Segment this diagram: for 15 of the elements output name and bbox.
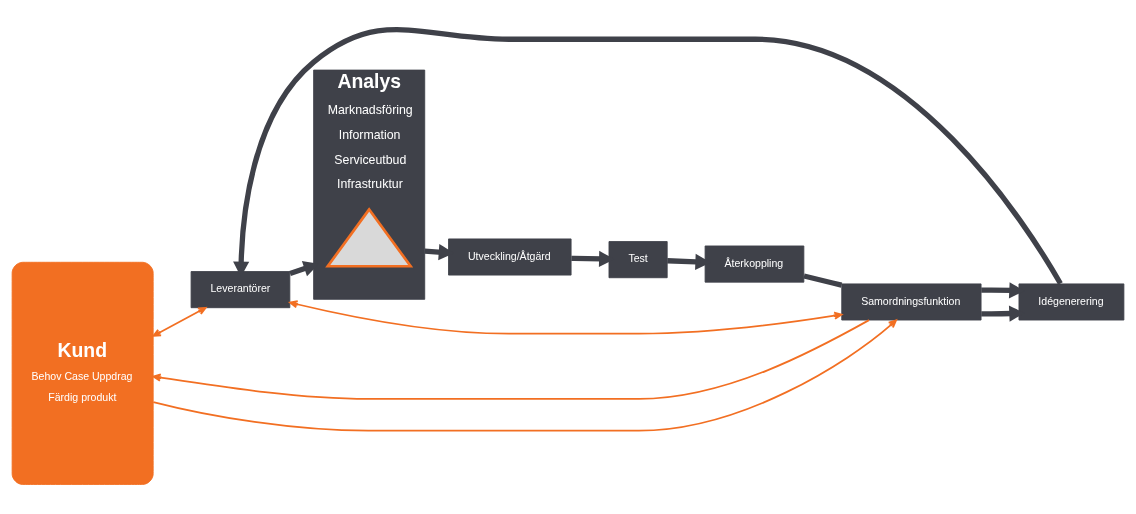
node-box: Test <box>608 241 668 279</box>
node-box: Kund Behov Case Uppdrag Färdig produkt <box>11 261 154 485</box>
arrow <box>152 306 207 337</box>
node-box: Leverantörer <box>190 271 291 309</box>
node-box: Återkoppling <box>704 245 805 283</box>
cluster: Analys Marknadsföring Information Serviceutbud Infrastruktur <box>313 69 426 300</box>
node-triangle <box>325 207 414 268</box>
arrow <box>152 319 897 432</box>
arrow <box>233 27 1063 285</box>
node-box: Idégenerering <box>1018 283 1125 321</box>
node-box: Samordningsfunktion <box>841 283 982 321</box>
node-box: Utveckling/Åtgärd <box>448 238 572 276</box>
arrow <box>289 300 843 335</box>
connector <box>803 273 843 288</box>
arrow <box>152 319 870 400</box>
